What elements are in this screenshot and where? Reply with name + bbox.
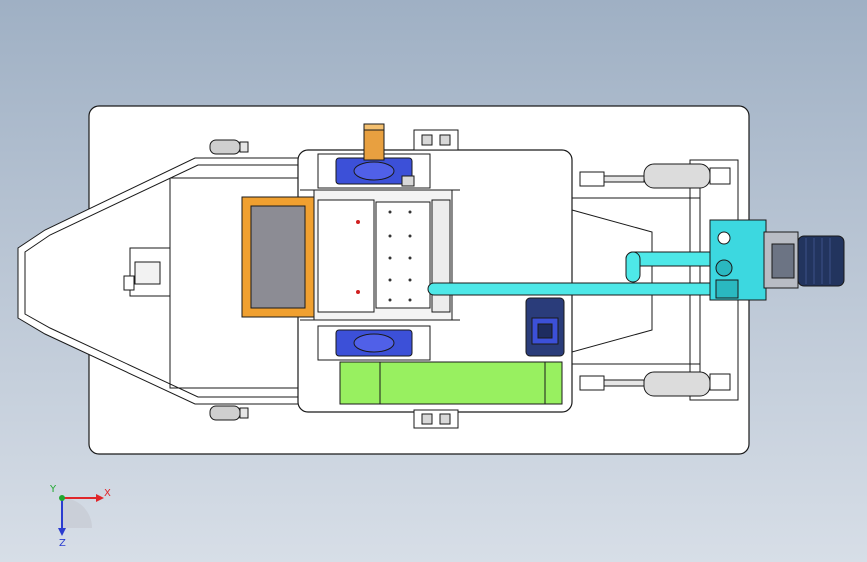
top-bracket: [413, 129, 459, 151]
rotor-red-markers: [356, 220, 360, 294]
bottom-bearing-housing: [317, 325, 431, 361]
z-axis-label: Z: [59, 538, 66, 549]
y-axis-dot: [59, 495, 65, 501]
left-frame: [123, 247, 171, 297]
bottom-bracket: [413, 409, 459, 429]
feed-screen: [250, 205, 306, 309]
right-frame: [571, 159, 739, 401]
main-motor: [763, 231, 845, 289]
pump-unit: [709, 219, 767, 301]
coordinate-triad: [58, 494, 104, 536]
y-axis-label: Y: [49, 484, 57, 495]
belt-guard: [339, 361, 563, 405]
x-axis-label: X: [104, 488, 111, 499]
drive-shaft-top: [363, 123, 385, 161]
hydraulic-cylinder-top: [579, 163, 731, 189]
rotor-bolts: [388, 210, 412, 302]
left-mount-stud-bottom: [209, 405, 249, 421]
hydraulic-pipe: [427, 251, 729, 296]
drive-motor: [525, 297, 565, 357]
rotor-body: [300, 189, 460, 321]
hydraulic-cylinder-bottom: [579, 371, 731, 397]
left-mount-stud-top: [209, 139, 249, 155]
